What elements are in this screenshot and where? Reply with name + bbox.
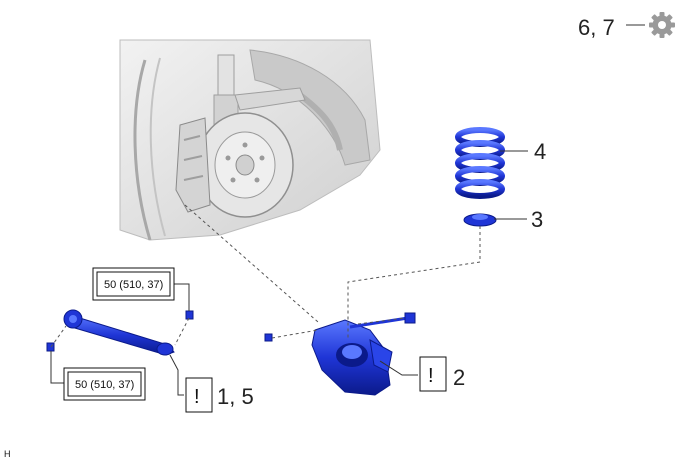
arm-bolt-upper [185, 310, 194, 320]
torque-spec-upper: 50 (510, 37) [92, 267, 175, 301]
vehicle-body-illustration [119, 39, 381, 241]
callout-spring: 4 [534, 139, 546, 164]
carrier-nut [264, 333, 273, 342]
torque-value-lower: 50 (510, 37) [75, 379, 134, 391]
coil-spring [455, 127, 505, 199]
callout-knuckle: 2 [453, 365, 465, 390]
arm-bolt-lower [46, 342, 55, 352]
carrier-bolt [349, 312, 416, 329]
assembly-dashed-lines [50, 204, 481, 348]
torque-spec-lower: 50 (510, 37) [63, 367, 146, 401]
exclamation-box-icon: ! [428, 365, 434, 387]
gear-icon [649, 12, 675, 38]
corner-mark: H [4, 449, 11, 459]
lower-suspension-arm [63, 309, 175, 356]
rear-axle-carrier [311, 319, 393, 396]
callout-top-right: 6, 7 [578, 15, 615, 40]
spring-insulator [463, 213, 497, 227]
exclamation-box-icon: ! [194, 386, 200, 408]
callout-insulator: 3 [531, 207, 543, 232]
callout-arm: 1, 5 [217, 384, 254, 409]
notice-box-knuckle: ! [419, 356, 447, 392]
notice-box-arm: ! [185, 377, 213, 413]
torque-value-upper: 50 (510, 37) [104, 279, 163, 291]
leader-lines [50, 24, 645, 396]
